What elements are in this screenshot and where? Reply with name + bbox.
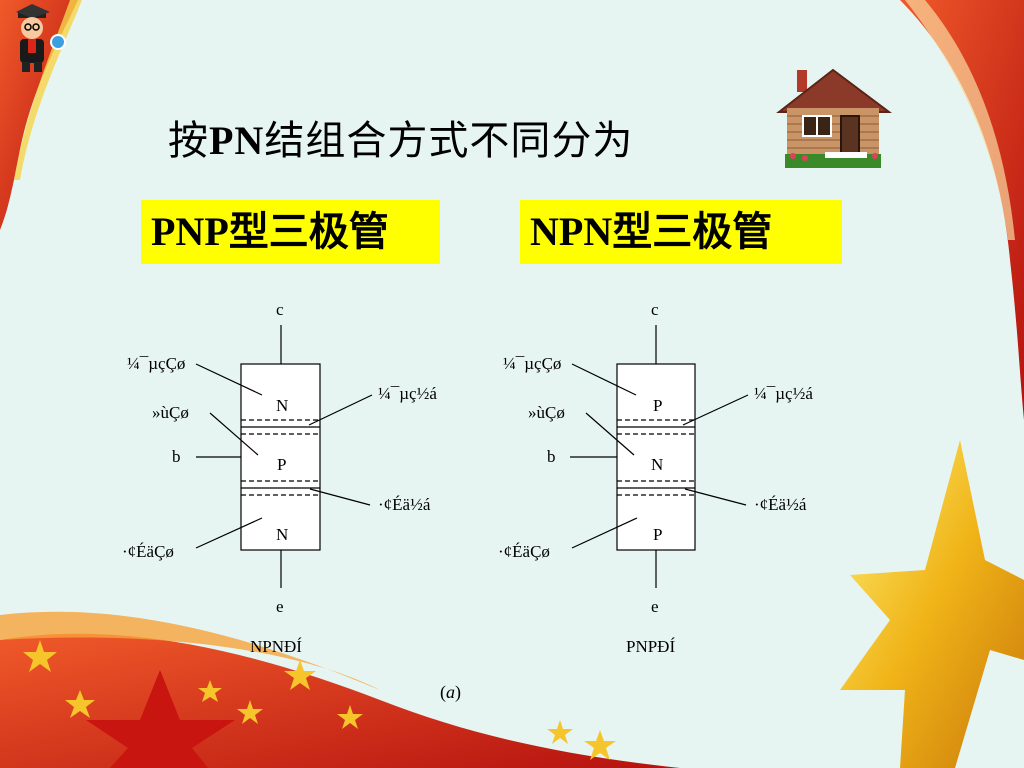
pnp-latin: PNP: [151, 209, 229, 254]
caption-letter: a: [446, 682, 455, 702]
left-type-label: NPNÐÍ: [250, 637, 302, 656]
left-layer-top: N: [276, 396, 288, 415]
npn-latin: NPN: [530, 209, 613, 254]
right-emitter-terminal: e: [651, 597, 659, 616]
house-icon: [776, 68, 892, 168]
left-base-terminal: b: [172, 447, 181, 466]
right-emitter-junction-label: ·¢Éä½á: [754, 495, 807, 514]
right-ribbon: [900, 0, 1024, 420]
left-emitter-terminal: e: [276, 597, 284, 616]
left-base-region-label: »ùÇø: [152, 403, 189, 422]
left-ribbon: [0, 0, 78, 230]
page-title: 按PN结组合方式不同分为: [168, 108, 633, 166]
npn-cjk: 型三极管: [612, 209, 773, 255]
right-type-label: PNPÐÍ: [626, 637, 675, 656]
right-layer-middle: N: [651, 455, 663, 474]
right-collector-junction-label: ¼¯µç½á: [754, 384, 813, 403]
right-layer-top: P: [653, 396, 662, 415]
right-emitter-region-label: ·¢ÉäÇø: [498, 542, 550, 561]
teacher-icon: [16, 4, 66, 72]
left-emitter-junction-label: ·¢Éä½á: [378, 495, 431, 514]
left-structure: [195, 325, 373, 588]
right-base-region-label: »ùÇø: [528, 403, 565, 422]
npn-type-label: NPN型三极管: [520, 200, 842, 264]
caption-close: ): [455, 682, 461, 702]
title-latin: PN: [209, 118, 265, 163]
title-suffix: 结组合方式不同分为: [264, 118, 634, 164]
right-structure: [570, 325, 749, 588]
right-collector-terminal: c: [651, 300, 659, 319]
right-collector-region-label: ¼¯µçÇø: [503, 354, 561, 373]
left-layer-bottom: N: [276, 525, 288, 544]
pnp-type-label: PNP型三极管: [141, 200, 440, 264]
red-star: [86, 670, 235, 768]
figure-caption: (a): [440, 682, 461, 703]
left-emitter-region-label: ·¢ÉäÇø: [122, 542, 174, 561]
right-base-terminal: b: [547, 447, 556, 466]
right-layer-bottom: P: [653, 525, 662, 544]
left-collector-junction-label: ¼¯µç½á: [378, 384, 437, 403]
caption-open: (: [440, 682, 446, 702]
pnp-cjk: 型三极管: [228, 209, 389, 255]
left-layer-middle: P: [277, 455, 286, 474]
left-collector-region-label: ¼¯µçÇø: [127, 354, 185, 373]
gold-star: [840, 440, 1024, 768]
title-prefix: 按: [168, 118, 209, 164]
small-stars: [23, 640, 616, 760]
left-collector-terminal: c: [276, 300, 284, 319]
